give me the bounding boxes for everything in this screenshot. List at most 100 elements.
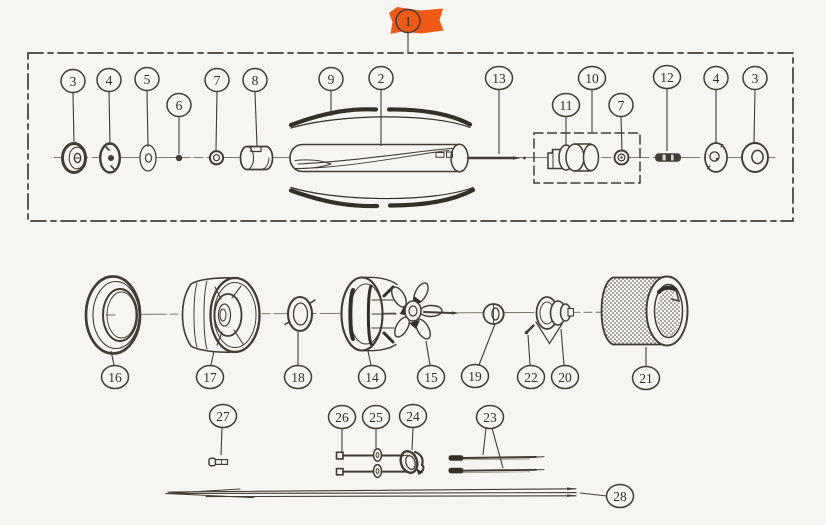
callout-label-12: 12 bbox=[660, 70, 674, 85]
part-flat-washer bbox=[139, 144, 157, 172]
callout-11[interactable]: 11 bbox=[551, 92, 581, 147]
callout-label-22: 22 bbox=[524, 370, 538, 385]
callout-label-15: 15 bbox=[424, 370, 438, 385]
part-backing-plate bbox=[340, 276, 398, 352]
part-spacer-sleeve bbox=[239, 145, 274, 171]
part-washer-right bbox=[741, 142, 769, 173]
callout-label-19: 19 bbox=[468, 369, 482, 384]
callout-7b[interactable]: 7 bbox=[608, 92, 634, 151]
callout-16[interactable]: 16 bbox=[100, 350, 130, 390]
callout-label-28: 28 bbox=[613, 489, 627, 504]
part-cup-washer-left bbox=[61, 142, 87, 174]
part-thrust-washer-left bbox=[98, 142, 121, 174]
hub-assembly-group bbox=[84, 275, 689, 355]
callout-3a[interactable]: 3 bbox=[60, 68, 86, 146]
callout-label-11: 11 bbox=[560, 98, 573, 113]
callout-4b[interactable]: 4 bbox=[703, 65, 729, 144]
callout-label-4b: 4 bbox=[713, 71, 720, 86]
callout-label-27: 27 bbox=[216, 409, 230, 424]
callout-label-16: 16 bbox=[108, 370, 122, 385]
part-leaf-springs bbox=[288, 107, 476, 209]
callout-26[interactable]: 26 bbox=[327, 404, 357, 453]
part-spindle-nut bbox=[482, 303, 505, 325]
part-grease-seal bbox=[284, 295, 316, 333]
callout-1[interactable]: 1 bbox=[395, 8, 421, 54]
part-shaft-tip bbox=[466, 156, 526, 160]
callout-25[interactable]: 25 bbox=[361, 404, 391, 449]
callout-10[interactable]: 10 bbox=[577, 65, 607, 133]
part-outer-ring bbox=[84, 275, 142, 355]
callout-label-10: 10 bbox=[585, 71, 599, 86]
callout-label-13: 13 bbox=[492, 71, 506, 86]
callout-27[interactable]: 27 bbox=[208, 403, 238, 456]
callout-label-25: 25 bbox=[369, 410, 383, 425]
callout-12[interactable]: 12 bbox=[652, 64, 682, 152]
callout-label-7a: 7 bbox=[214, 73, 221, 88]
callout-label-14: 14 bbox=[365, 370, 379, 385]
callout-4a[interactable]: 4 bbox=[96, 67, 122, 146]
callout-2[interactable]: 2 bbox=[368, 65, 394, 147]
part-washer-lower bbox=[372, 463, 383, 479]
highlight-marker bbox=[389, 7, 444, 34]
callout-17[interactable]: 17 bbox=[195, 350, 225, 390]
callout-label-9: 9 bbox=[328, 72, 335, 87]
part-ball bbox=[175, 154, 183, 162]
axle-assembly-group bbox=[27, 52, 794, 222]
callout-label-4a: 4 bbox=[106, 73, 113, 88]
callout-14[interactable]: 14 bbox=[357, 350, 387, 390]
callout-label-7b: 7 bbox=[618, 98, 625, 113]
callout-label-3b: 3 bbox=[752, 71, 759, 86]
callout-3b[interactable]: 3 bbox=[742, 65, 768, 144]
callout-19[interactable]: 19 bbox=[460, 323, 496, 389]
part-washer-upper bbox=[372, 448, 383, 462]
callout-22[interactable]: 22 bbox=[516, 334, 546, 390]
callout-28[interactable]: 28 bbox=[579, 483, 635, 509]
callout-6[interactable]: 6 bbox=[166, 92, 192, 155]
part-keyed-washer-right bbox=[704, 142, 728, 173]
callout-label-20: 20 bbox=[558, 370, 572, 385]
callout-label-23: 23 bbox=[483, 410, 497, 425]
callout-label-6: 6 bbox=[176, 98, 183, 113]
callout-18[interactable]: 18 bbox=[283, 332, 313, 390]
callout-label-17: 17 bbox=[203, 370, 217, 385]
part-hub-spider bbox=[391, 282, 459, 340]
callout-label-1: 1 bbox=[405, 14, 412, 29]
callout-label-24: 24 bbox=[406, 409, 420, 424]
part-axle-housing bbox=[289, 143, 469, 173]
part-cotter-pin bbox=[524, 321, 563, 345]
callout-5[interactable]: 5 bbox=[134, 66, 160, 148]
part-clamp bbox=[399, 450, 425, 475]
callout-label-8: 8 bbox=[252, 73, 259, 88]
part-small-bolt bbox=[208, 457, 229, 467]
part-nut-left bbox=[208, 150, 225, 166]
hardware-group bbox=[165, 448, 577, 499]
callout-label-21: 21 bbox=[639, 371, 653, 386]
callout-label-18: 18 bbox=[291, 370, 305, 385]
callout-9[interactable]: 9 bbox=[318, 66, 344, 117]
callout-label-2: 2 bbox=[378, 71, 385, 86]
assembly-boundary-box bbox=[27, 52, 794, 222]
callout-13[interactable]: 13 bbox=[484, 65, 514, 155]
part-brake-cables bbox=[448, 455, 545, 474]
part-long-rods bbox=[165, 487, 577, 499]
kit-boundary-box bbox=[533, 132, 641, 184]
callout-15[interactable]: 15 bbox=[416, 340, 446, 390]
callout-23[interactable]: 23 bbox=[475, 404, 505, 469]
callout-7a[interactable]: 7 bbox=[204, 67, 230, 151]
callout-label-3a: 3 bbox=[70, 74, 77, 89]
callout-label-5: 5 bbox=[144, 72, 151, 87]
part-coupling bbox=[547, 143, 600, 172]
callout-24[interactable]: 24 bbox=[398, 403, 428, 451]
part-bearing-hub bbox=[535, 296, 575, 330]
callout-8[interactable]: 8 bbox=[242, 67, 268, 147]
part-roll-pin bbox=[655, 153, 681, 162]
callout-20[interactable]: 20 bbox=[550, 328, 580, 390]
part-nut-right bbox=[613, 149, 630, 166]
part-brake-drum bbox=[181, 276, 261, 354]
callout-21[interactable]: 21 bbox=[631, 347, 661, 391]
callout-label-26: 26 bbox=[335, 410, 349, 425]
